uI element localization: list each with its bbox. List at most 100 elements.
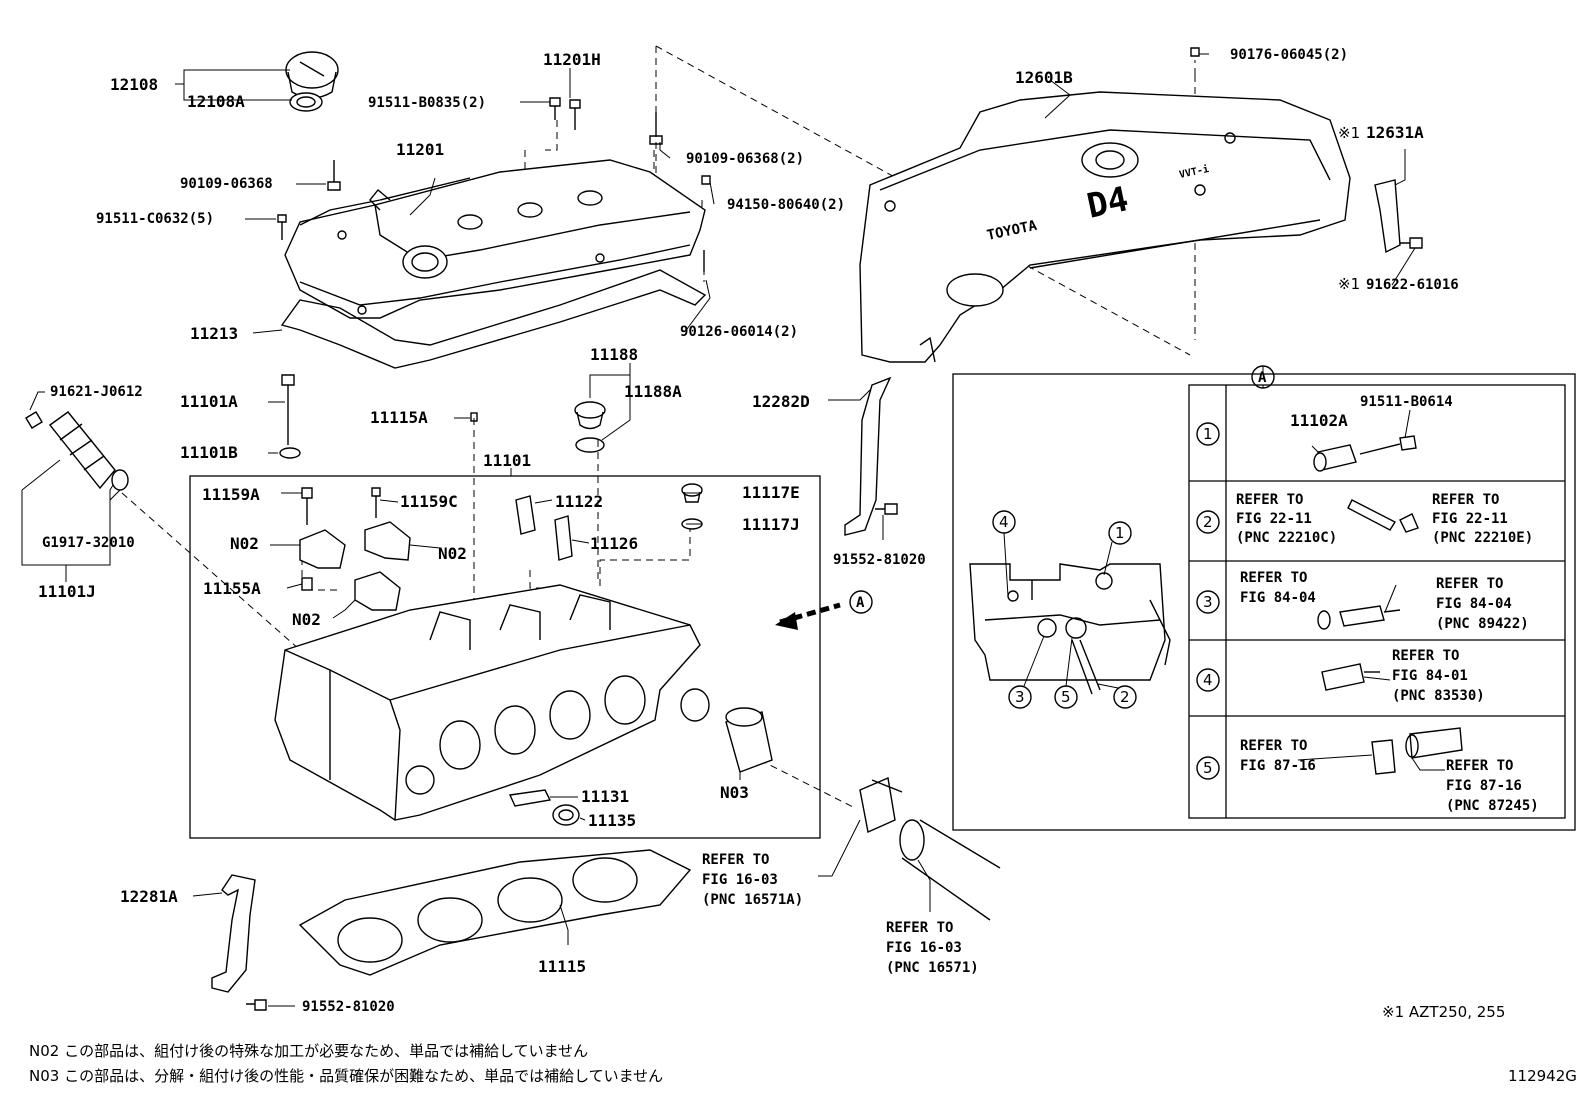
label-12108a: 12108A xyxy=(187,92,245,111)
label-11101b: 11101B xyxy=(180,443,238,462)
label-91552-81020-a: 91552-81020 xyxy=(833,552,926,568)
cylinder-head-cover xyxy=(284,159,706,319)
row5-right-3: (PNC 87245) xyxy=(1446,798,1539,814)
detail-a-num-1: 1 xyxy=(1115,524,1125,542)
row3-left-1: REFER TO xyxy=(1240,570,1307,586)
pin-11115a xyxy=(470,412,478,422)
label-91621-j0612: 91621-J0612 xyxy=(50,384,143,400)
refer-blocks: REFER TO FIG 16-03 (PNC 16571A) REFER TO… xyxy=(702,852,979,976)
row3-right-2: FIG 84-04 xyxy=(1436,596,1512,612)
row2-num: 2 xyxy=(1203,513,1213,531)
label-n02-b: N02 xyxy=(438,544,467,563)
row1-part: 11102A xyxy=(1290,411,1348,430)
label-11131: 11131 xyxy=(581,787,629,806)
label-94150-80640: 94150-80640(2) xyxy=(727,197,845,213)
note-n03: N03 この部品は、分解・組付け後の性能・品質確保が困難なため、単品では補給して… xyxy=(29,1067,663,1085)
label-11115: 11115 xyxy=(538,957,586,976)
detail-a-num-2: 2 xyxy=(1120,688,1130,706)
label-11201h: 11201H xyxy=(543,50,601,69)
detail-a-box xyxy=(952,373,1576,831)
cylinder-head xyxy=(274,584,773,826)
figure-id: 112942G xyxy=(1508,1067,1577,1085)
head-gasket xyxy=(298,849,692,976)
washer-11101b xyxy=(279,447,301,459)
ref-16571a-line2: FIG 16-03 xyxy=(702,872,778,888)
ref-16571a-line1: REFER TO xyxy=(702,852,769,868)
detail-table-text: 1 11102A 91511-B0614 2 REFER TO FIG 22-1… xyxy=(1203,394,1539,814)
label-11188: 11188 xyxy=(590,345,638,364)
row2-left-2: FIG 22-11 xyxy=(1236,511,1312,527)
detail-a-num-4: 4 xyxy=(999,513,1009,531)
label-11101: 11101 xyxy=(483,451,531,470)
detail-a-callouts xyxy=(992,510,1137,709)
label-n03: N03 xyxy=(720,783,749,802)
table-part-graphics xyxy=(1313,435,1463,775)
leader-lines xyxy=(21,53,1445,1007)
head-box-parts xyxy=(299,483,703,611)
row2-right-1: REFER TO xyxy=(1432,492,1499,508)
ref-16571-line1: REFER TO xyxy=(886,920,953,936)
label-12601b: 12601B xyxy=(1015,68,1073,87)
label-12631a: 12631A xyxy=(1366,123,1424,142)
label-12281a: 12281A xyxy=(120,887,178,906)
callout-a-arrow: A xyxy=(856,595,865,611)
label-11159a: 11159A xyxy=(202,485,260,504)
row3-left-2: FIG 84-04 xyxy=(1240,590,1316,606)
row3-right-3: (PNC 89422) xyxy=(1436,616,1529,632)
row5-right-1: REFER TO xyxy=(1446,758,1513,774)
label-91511-c0632: 91511-C0632(5) xyxy=(96,211,214,227)
detail-a-numbers: 4 1 3 5 2 xyxy=(999,513,1130,706)
label-11117e: 11117E xyxy=(742,483,800,502)
detail-a-num-5: 5 xyxy=(1061,688,1071,706)
head-cover-gasket xyxy=(280,269,707,369)
label-11135: 11135 xyxy=(588,811,636,830)
cover-model: D4 xyxy=(1084,179,1132,227)
row4-right-1: REFER TO xyxy=(1392,648,1459,664)
row5-right-2: FIG 87-16 xyxy=(1446,778,1522,794)
bracket-12282d xyxy=(844,376,892,536)
engine-cover xyxy=(859,91,1351,363)
label-11188a: 11188A xyxy=(624,382,682,401)
detail-a-num-3: 3 xyxy=(1015,688,1025,706)
hoses xyxy=(859,777,1001,921)
label-91511-b0835: 91511-B0835(2) xyxy=(368,95,486,111)
label-11126: 11126 xyxy=(590,534,638,553)
detail-a-table xyxy=(1188,384,1566,819)
row2-right-3: (PNC 22210E) xyxy=(1432,530,1533,546)
note-n02: N02 この部品は、組付け後の特殊な加工が必要なため、単品では補給していません xyxy=(29,1042,588,1060)
row5-left-1: REFER TO xyxy=(1240,738,1307,754)
label-11213: 11213 xyxy=(190,324,238,343)
label-12282d: 12282D xyxy=(752,392,810,411)
bolt-11101a xyxy=(281,374,295,445)
cover-bolts xyxy=(277,47,1200,272)
bracket-12631a xyxy=(1374,179,1401,254)
label-11117j: 11117J xyxy=(742,515,800,534)
row1-bolt: 91511-B0614 xyxy=(1360,394,1453,410)
row4-right-3: (PNC 83530) xyxy=(1392,688,1485,704)
label-11122: 11122 xyxy=(555,492,603,511)
row2-right-2: FIG 22-11 xyxy=(1432,511,1508,527)
row5-num: 5 xyxy=(1203,759,1213,777)
mark-note-2: ※1 xyxy=(1338,275,1360,293)
ref-16571-line3: (PNC 16571) xyxy=(886,960,979,976)
ref-16571-line2: FIG 16-03 xyxy=(886,940,962,956)
row2-left-3: (PNC 22210C) xyxy=(1236,530,1337,546)
ref-16571a-line3: (PNC 16571A) xyxy=(702,892,803,908)
row4-right-2: FIG 84-01 xyxy=(1392,668,1468,684)
label-90176-06045: 90176-06045(2) xyxy=(1230,47,1348,63)
row4-num: 4 xyxy=(1203,671,1213,689)
row3-right-1: REFER TO xyxy=(1436,576,1503,592)
label-g1917-32010: G1917-32010 xyxy=(42,535,135,551)
detail-a-engine-view xyxy=(969,563,1171,695)
label-11115a: 11115A xyxy=(370,408,428,427)
label-11201: 11201 xyxy=(396,140,444,159)
row3-num: 3 xyxy=(1203,593,1213,611)
label-n02-c: N02 xyxy=(292,610,321,629)
label-11101a: 11101A xyxy=(180,392,238,411)
row5-left-2: FIG 87-16 xyxy=(1240,758,1316,774)
label-91552-81020-b: 91552-81020 xyxy=(302,999,395,1015)
label-90109-06368: 90109-06368 xyxy=(180,176,273,192)
cylinder-head-group-box xyxy=(189,475,821,839)
